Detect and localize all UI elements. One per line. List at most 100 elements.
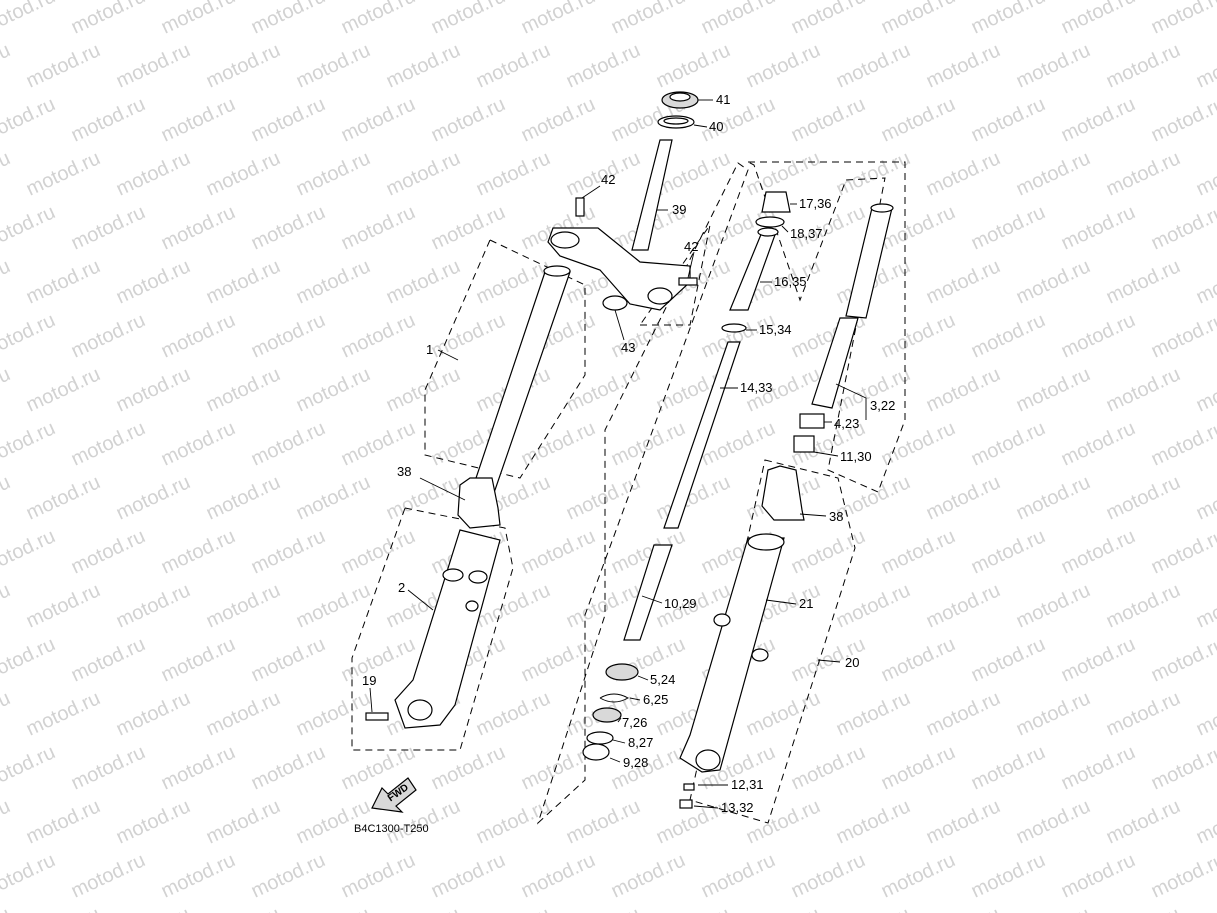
watermark-text: motod.ru [1148,309,1217,362]
watermark-text: motod.ru [1058,0,1139,39]
callout-8-27: 8,27 [628,735,653,750]
group-outline-steering-stem [639,224,711,326]
watermark-text: motod.ru [563,795,644,848]
watermark-text: motod.ru [788,525,869,578]
bolt-19 [365,712,389,721]
watermark-text: motod.ru [338,309,419,362]
callout-15-34: 15,34 [759,322,792,337]
watermark-text: motod.ru [1193,579,1217,632]
watermark-text: motod.ru [563,903,644,913]
watermark-text: motod.ru [608,309,689,362]
watermark-text: motod.ru [23,471,104,524]
bolt-42-upper [575,197,585,217]
watermark-text: motod.ru [1058,309,1139,362]
leader-1 [437,349,459,361]
callout-19: 19 [362,673,376,688]
washer-12-31 [683,783,695,791]
callout-6-25: 6,25 [643,692,668,707]
watermark-text: motod.ru [1013,39,1094,92]
fork-cover-left-38 [457,477,501,529]
watermark-text: motod.ru [158,633,239,686]
watermark-text: motod.ru [473,39,554,92]
watermark-text: motod.ru [68,525,149,578]
bushing-9-28 [582,743,610,761]
leader-5-24 [637,675,649,681]
steering-stem-assembly [547,91,699,311]
watermark-text: motod.ru [968,309,1049,362]
watermark-text: motod.ru [653,903,734,913]
fork-internals [582,191,791,761]
watermark-text: motod.ru [0,0,59,39]
fork-spring-14-33 [663,341,741,529]
outer-tube-left-mount-lower [468,570,488,584]
watermark-text: motod.ru [0,687,14,740]
outer-tube-right-mount-lower [751,648,769,662]
watermark-text: motod.ru [968,93,1049,146]
watermark-text: motod.ru [428,201,509,254]
watermark-text: motod.ru [563,39,644,92]
watermark-text: motod.ru [1103,903,1184,913]
watermark-text: motod.ru [473,795,554,848]
watermark-text: motod.ru [788,0,869,39]
fwd-arrow-icon: FWD [371,777,417,813]
leader-2 [407,589,434,611]
leader-3-22 [835,383,867,420]
outer-tube-left-axle [407,699,433,721]
watermark-text: motod.ru [383,903,464,913]
watermark-text: motod.ru [248,525,329,578]
watermark-text: motod.ru [1193,363,1217,416]
watermark-text: motod.ru [653,39,734,92]
watermark-text: motod.ru [68,0,149,39]
watermark-text: motod.ru [1148,525,1217,578]
watermark-text: motod.ru [113,363,194,416]
oil-seal-5-24 [605,663,639,681]
watermark-text: motod.ru [608,0,689,39]
watermark-text: motod.ru [383,147,464,200]
watermark-text: motod.ru [968,0,1049,39]
callout-1: 1 [426,342,433,357]
callout-42-side: 42 [684,239,698,254]
watermark-text: motod.ru [1058,849,1139,902]
watermark-text: motod.ru [923,579,1004,632]
watermark-text: motod.ru [0,633,59,686]
watermark-text: motod.ru [1103,579,1184,632]
watermark-text: motod.ru [23,147,104,200]
watermark-text: motod.ru [698,849,779,902]
leader-9-28 [609,757,621,763]
watermark-text: motod.ru [68,849,149,902]
callout-16-35: 16,35 [774,274,807,289]
watermark-text: motod.ru [833,795,914,848]
callout-42-top: 42 [601,172,615,187]
watermark-text: motod.ru [248,741,329,794]
watermark-text: motod.ru [518,417,599,470]
callout-39: 39 [672,202,686,217]
watermark-text: motod.ru [338,0,419,39]
watermark-text: motod.ru [68,741,149,794]
watermark-text: motod.ru [293,255,374,308]
watermark-text: motod.ru [1013,363,1094,416]
watermark-text: motod.ru [878,633,959,686]
watermark-text: motod.ru [1013,471,1094,524]
leader-42a [581,185,601,199]
o-ring-18-37 [755,216,785,228]
watermark-text: motod.ru [68,93,149,146]
watermark-text: motod.ru [293,579,374,632]
watermark-text: motod.ru [1058,93,1139,146]
callout-20: 20 [845,655,859,670]
watermark-text: motod.ru [788,849,869,902]
watermark-text: motod.ru [23,39,104,92]
watermark-text: motod.ru [743,687,824,740]
watermark-text: motod.ru [248,849,329,902]
watermark-text: motod.ru [1013,147,1094,200]
watermark-text: motod.ru [0,525,59,578]
watermark-text: motod.ru [743,903,824,913]
watermark-text: motod.ru [518,525,599,578]
watermark-text: motod.ru [1058,201,1139,254]
watermark-text: motod.ru [518,633,599,686]
watermark-text: motod.ru [923,471,1004,524]
leader-8-27 [612,739,626,744]
watermark-text: motod.ru [1058,741,1139,794]
watermark-text: motod.ru [923,39,1004,92]
watermark-text: motod.ru [428,741,509,794]
